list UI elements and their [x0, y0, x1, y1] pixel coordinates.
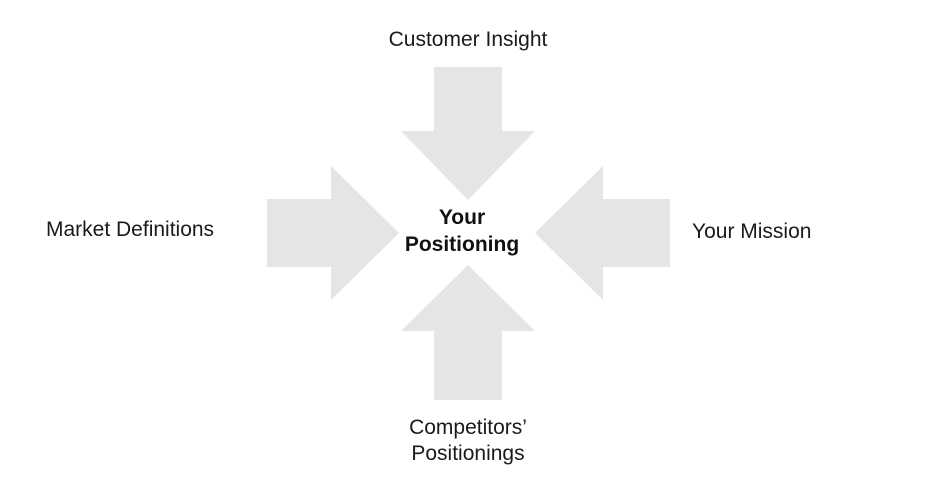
label-competitors-positionings: Competitors’ Positionings — [340, 415, 596, 467]
arrow-down-from-customer-insight — [401, 67, 535, 200]
label-competitors-line1: Competitors’ — [409, 416, 527, 439]
arrow-right-from-market-definitions — [267, 166, 399, 300]
label-competitors-line2: Positionings — [411, 442, 525, 465]
center-line2: Positioning — [404, 233, 520, 256]
center-your-positioning: Your Positioning — [362, 204, 562, 258]
center-line1: Your — [438, 206, 486, 229]
arrow-left-from-your-mission — [535, 166, 670, 300]
label-your-mission: Your Mission — [692, 220, 812, 243]
label-customer-insight: Customer Insight — [388, 28, 548, 51]
arrow-up-from-competitors-positionings — [401, 265, 535, 400]
label-market-definitions: Market Definitions — [46, 218, 215, 241]
